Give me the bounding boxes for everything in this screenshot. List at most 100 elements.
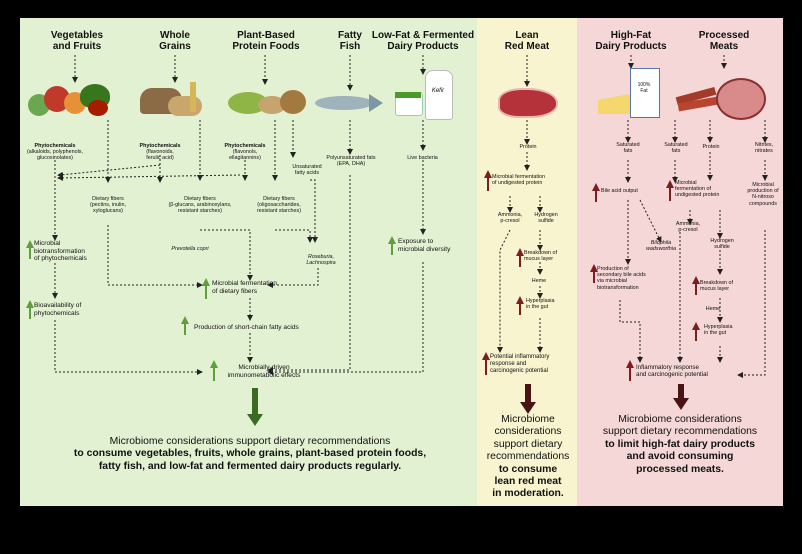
immunometabolic: Microbially-driven immunometabolic effec…: [227, 364, 301, 379]
up-arrow-icon: [692, 276, 700, 284]
pink-fermentation: Microbial fermentation of undigested pro…: [675, 180, 720, 199]
header-fatty-fish: Fatty Fish: [338, 30, 362, 52]
yellow-footer: Microbiome considerations support dietar…: [486, 414, 570, 500]
pufa: Polyunsaturated fats(EPA, DHA): [326, 155, 376, 168]
red-meat-image: [498, 88, 558, 118]
big-down-arrow-stem: [678, 384, 684, 400]
up-arrow-icon: [626, 360, 634, 368]
up-arrow-stem: [29, 307, 31, 319]
yellow-heme: Heme: [531, 278, 547, 284]
up-arrow-icon: [26, 240, 34, 248]
up-arrow-stem: [695, 283, 697, 295]
up-arrow-icon: [181, 316, 189, 324]
pink-nitrites: Nitrites, nitrates: [754, 142, 774, 155]
up-arrow-icon: [590, 264, 598, 272]
pink-protein: Protein: [702, 144, 720, 150]
prevotella: Prevotella copri: [171, 246, 209, 252]
up-arrow-icon: [26, 300, 34, 308]
processed-meats-image: [675, 74, 766, 120]
up-arrow-icon: [210, 360, 218, 368]
pink-hyperplasia: Hyperplasia in the gut: [704, 324, 733, 337]
pink-satfat-1: Saturated fats: [616, 142, 640, 155]
header-whole-grains: Whole Grains: [159, 30, 191, 52]
pink-mucus: Breakdown of mucus layer: [700, 280, 733, 293]
up-arrow-stem: [213, 367, 215, 381]
plant-protein-image: [228, 86, 310, 118]
milk-carton-label: 100% Fat: [637, 82, 651, 94]
fibers-grains: Dietary fibers(β-glucans, arabinoxylans,…: [168, 196, 232, 215]
big-down-arrow-stem: [252, 388, 258, 416]
exposure-diversity: Exposure to microbial diversity: [398, 238, 451, 253]
live-bacteria: Live bacteria: [407, 155, 438, 161]
up-arrow-stem: [629, 367, 631, 381]
big-down-arrow-icon: [673, 398, 689, 410]
pink-nitroso: Microbial production of N-nitroso compou…: [747, 182, 779, 207]
bioavailability: Bioavailability of phytochemicals: [34, 302, 82, 317]
big-down-arrow-icon: [520, 402, 536, 414]
vegetables-fruits-image: [28, 82, 113, 118]
up-arrow-stem: [669, 187, 671, 201]
kefir-label: Kefir: [431, 88, 445, 94]
whole-grains-image: [138, 82, 208, 118]
yellow-mucus: Breakdown of mucus layer: [524, 250, 557, 263]
phyto-plant: Phytochemicals(flavonols, ellagitannins): [224, 143, 266, 162]
pink-inflammatory: Inflammatory response and carcinogenic p…: [636, 364, 708, 379]
pink-h2s: Hydrogen sulfide: [710, 238, 734, 251]
up-arrow-stem: [593, 271, 595, 283]
roseburia: Roseburia, Lachnospira: [306, 254, 336, 267]
high-fat-dairy-image: 100% Fat: [598, 68, 662, 120]
header-high-fat-dairy: High-Fat Dairy Products: [595, 30, 667, 52]
header-vegetables-fruits: Vegetables and Fruits: [50, 30, 104, 52]
yellow-fermentation: Microbial fermentation of undigested pro…: [492, 174, 546, 187]
fatty-fish-image: [315, 92, 385, 114]
microbial-biotransformation: Microbial biotransformation of phytochem…: [34, 240, 87, 263]
up-arrow-icon: [692, 322, 700, 330]
up-arrow-stem: [519, 303, 521, 315]
up-arrow-stem: [29, 247, 31, 259]
yellow-inflammatory: Potential inflammatory response and carc…: [490, 354, 550, 374]
pink-footer: Microbiome considerations support dietar…: [602, 414, 758, 475]
up-arrow-icon: [592, 183, 600, 191]
unsaturated-fats: Unsaturated fatty acids: [292, 164, 322, 177]
phyto-grains: Phytochemicals(flavonoids, ferulic acid): [139, 143, 181, 162]
pink-satfat-2: Saturated fats: [664, 142, 688, 155]
yellow-ammonia: Ammonia, p-cresol: [497, 212, 523, 225]
yellow-hyperplasia: Hyperplasia in the gut: [526, 298, 555, 311]
up-arrow-stem: [519, 255, 521, 267]
pink-heme: Heme: [705, 306, 721, 312]
up-arrow-icon: [666, 180, 674, 188]
big-down-arrow-icon: [247, 414, 263, 426]
up-arrow-stem: [595, 190, 597, 202]
header-dairy: Low-Fat & Fermented Dairy Products: [371, 30, 475, 52]
up-arrow-icon: [516, 248, 524, 256]
header-lean-red-meat: Lean Red Meat: [504, 30, 550, 52]
big-down-arrow-stem: [525, 384, 531, 404]
up-arrow-icon: [484, 170, 492, 178]
fibers-veg: Dietary fibers(pectins, inulin, xylogluc…: [90, 196, 126, 215]
up-arrow-stem: [391, 243, 393, 255]
yellow-protein: Protein: [519, 144, 537, 150]
pink-bile: Bile acid output: [601, 188, 638, 194]
fermentation-fibers: Microbial fermentation of dietary fibers: [212, 280, 277, 295]
fibers-plant: Dietary fibers(oligosaccharides, resista…: [256, 196, 302, 215]
up-arrow-icon: [202, 278, 210, 286]
pink-secondary-bile: Production of secondary bile acids via m…: [597, 266, 646, 291]
yellow-h2s: Hydrogen sulfide: [534, 212, 558, 225]
up-arrow-stem: [487, 177, 489, 191]
phyto-veg: Phytochemicals(alkaloids, polyphenols, g…: [26, 143, 84, 162]
pink-ammonia: Ammonia, p-cresol: [675, 221, 701, 234]
green-footer: Microbiome considerations support dietar…: [73, 436, 427, 472]
up-arrow-icon: [482, 352, 490, 360]
up-arrow-icon: [388, 236, 396, 244]
header-processed-meats: Processed Meats: [698, 30, 750, 52]
up-arrow-stem: [695, 329, 697, 341]
header-plant-protein: Plant-Based Protein Foods: [232, 30, 300, 52]
up-arrow-stem: [485, 359, 487, 375]
up-arrow-stem: [205, 285, 207, 299]
up-arrow-icon: [516, 296, 524, 304]
dairy-image: Kefir: [395, 70, 457, 120]
scfa-production: Production of short-chain fatty acids: [194, 324, 299, 331]
up-arrow-stem: [184, 323, 186, 335]
pink-bilophila: Bilophila wadsworthia: [646, 240, 676, 253]
